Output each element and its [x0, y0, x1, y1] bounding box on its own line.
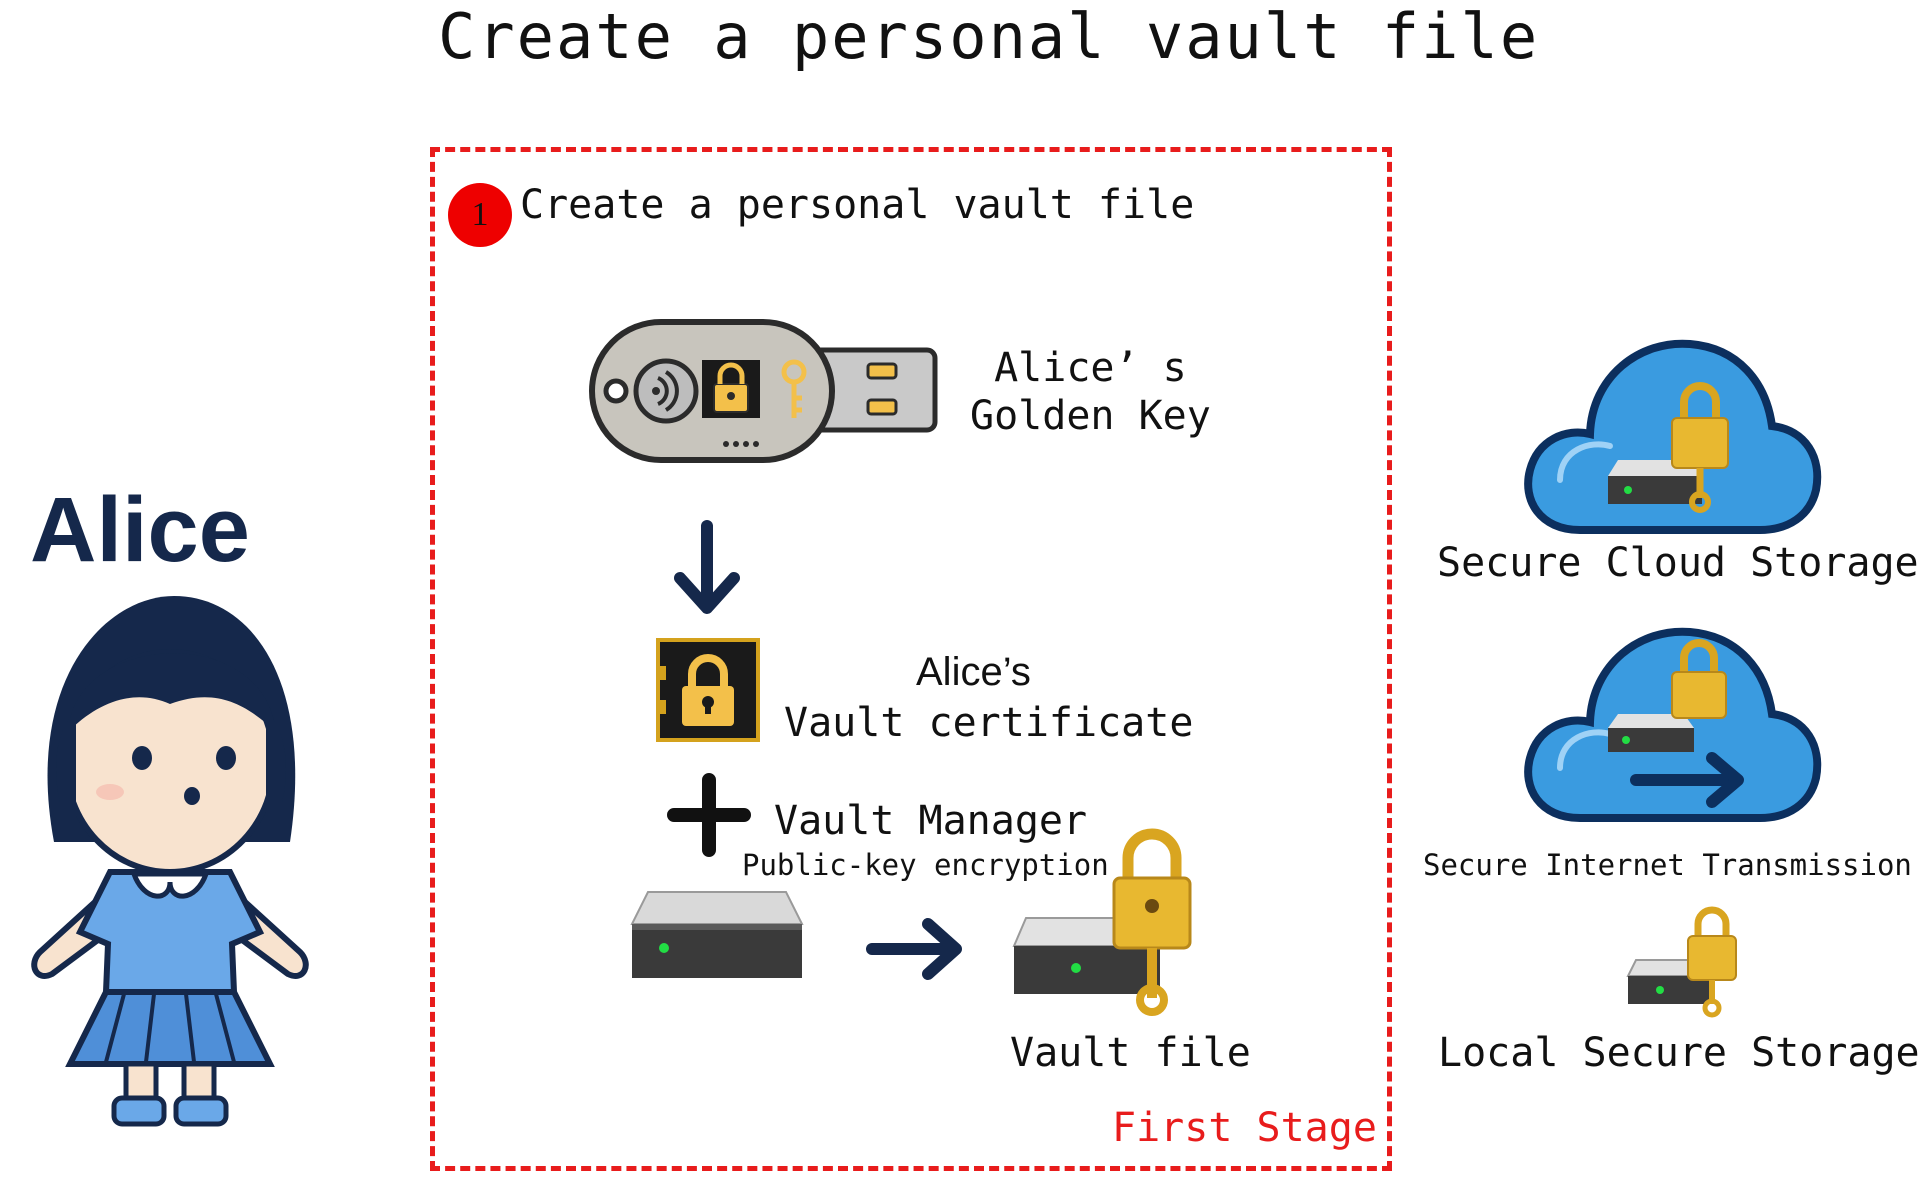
arrow-down-icon [674, 520, 740, 614]
step-label: Create a personal vault file [520, 182, 1195, 228]
transmission-label: Secure Internet Transmission [1423, 848, 1912, 882]
first-stage-box [430, 147, 1392, 1171]
diagram-title: Create a personal vault file [438, 0, 1540, 73]
stage-label: First Stage [1112, 1105, 1377, 1151]
cloud-storage-label: Secure Cloud Storage [1437, 540, 1919, 586]
cloud-storage-icon [1524, 339, 1822, 534]
vault-manager-label: Vault Manager [774, 798, 1088, 844]
vault-certificate-icon [656, 638, 760, 742]
alice-name-label: Alice [30, 479, 250, 581]
plus-icon [667, 773, 751, 857]
golden-key-label: Alice’ s Golden Key [970, 345, 1211, 439]
golden-key-icon [589, 319, 938, 463]
vault-certificate-title: Alice’s [916, 650, 1031, 694]
vault-certificate-subtitle: Vault certificate [784, 700, 1194, 746]
vault-file-icon [1012, 828, 1192, 1016]
arrow-right-icon [866, 918, 962, 980]
cloud-transmission-icon [1524, 627, 1822, 822]
encryption-label: Public-key encryption [742, 848, 1109, 882]
vault-file-label: Vault file [1010, 1030, 1251, 1076]
step-number-badge: 1 [448, 183, 512, 247]
local-storage-icon [1626, 906, 1737, 1018]
hard-drive-icon [630, 891, 804, 978]
alice-avatar [31, 596, 309, 1127]
local-storage-label: Local Secure Storage [1438, 1030, 1920, 1076]
